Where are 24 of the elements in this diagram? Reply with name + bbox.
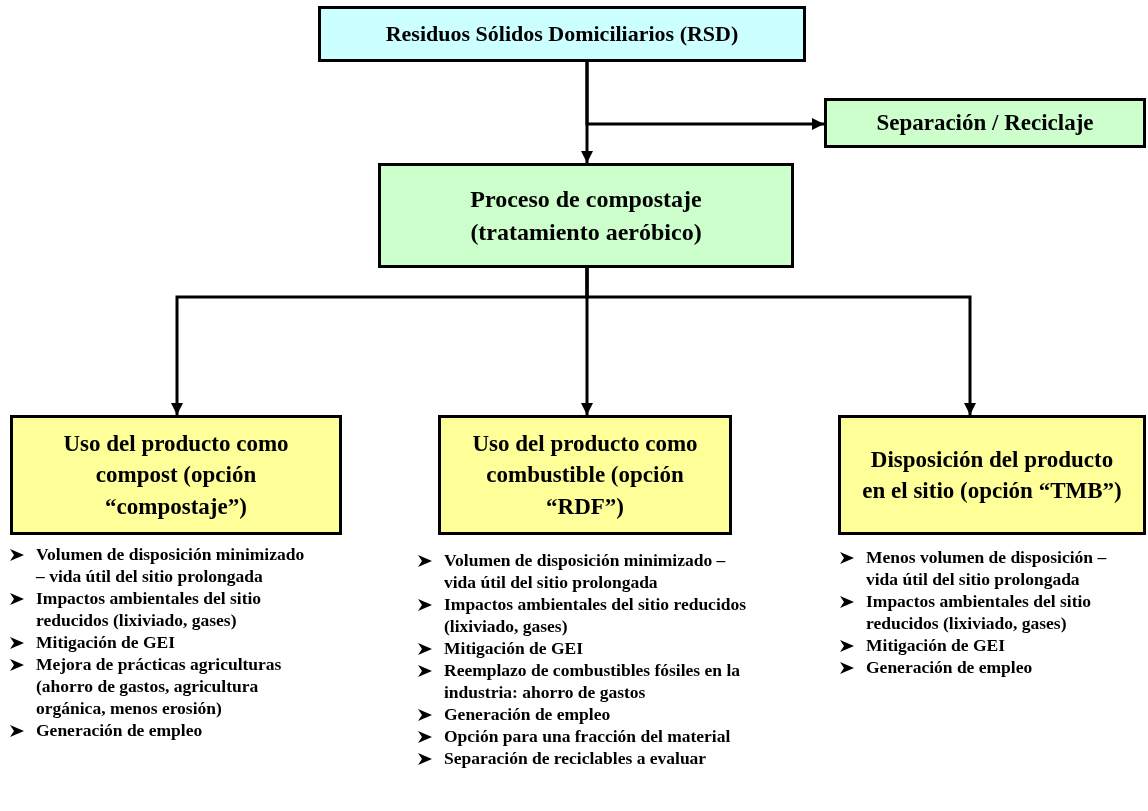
benefit-text: Mitigación de GEI	[444, 638, 584, 658]
benefit-text: Mitigación de GEI	[866, 635, 1006, 655]
benefit-text: Generación de empleo	[444, 704, 611, 724]
benefit-text: Volumen de disposición minimizado – vida útil del sitio prolongada	[36, 544, 305, 586]
benefit-text: Menos volumen de disposición – vida útil del sitio prolongada	[866, 547, 1107, 589]
option-box: Uso del producto como compost (opción “compostaje”)	[10, 415, 342, 535]
benefit-text: Reemplazo de combustibles fósiles en la industria: ahorro de gastos	[444, 660, 741, 702]
benefit-text: Generación de empleo	[866, 657, 1033, 677]
option-box: Uso del producto como combustible (opción “RDF”)	[438, 415, 732, 535]
arrow	[585, 62, 824, 130]
benefit-text: Generación de empleo	[36, 720, 203, 740]
arrow	[585, 268, 976, 415]
process-box: Separación / Reciclaje	[824, 98, 1146, 148]
benefit-text: Volumen de disposición minimizado – vida útil del sitio prolongada	[444, 550, 726, 592]
option-box: Disposición del producto en el sitio (opción “TMB”)	[838, 415, 1146, 535]
benefit-text: Impactos ambientales del sitio reducidos (lixiviado, gases)	[36, 588, 262, 630]
benefit-text: Mitigación de GEI	[36, 632, 176, 652]
process-box: Proceso de compostaje (tratamiento aeróbico)	[378, 163, 794, 268]
benefit-text: Opción para una fracción del material	[444, 726, 731, 746]
benefit-text: Impactos ambientales del sitio reducidos (lixiviado, gases)	[866, 591, 1092, 633]
benefit-text: Impactos ambientales del sitio reducidos (lixiviado, gases)	[444, 594, 747, 636]
benefit-text: Separación de reciclables a evaluar	[444, 748, 707, 768]
source-box: Residuos Sólidos Domiciliarios (RSD)	[318, 6, 806, 62]
benefit-text: Mejora de prácticas agriculturas (ahorro de gastos, agricultura orgánica, menos erosión)	[36, 654, 282, 718]
